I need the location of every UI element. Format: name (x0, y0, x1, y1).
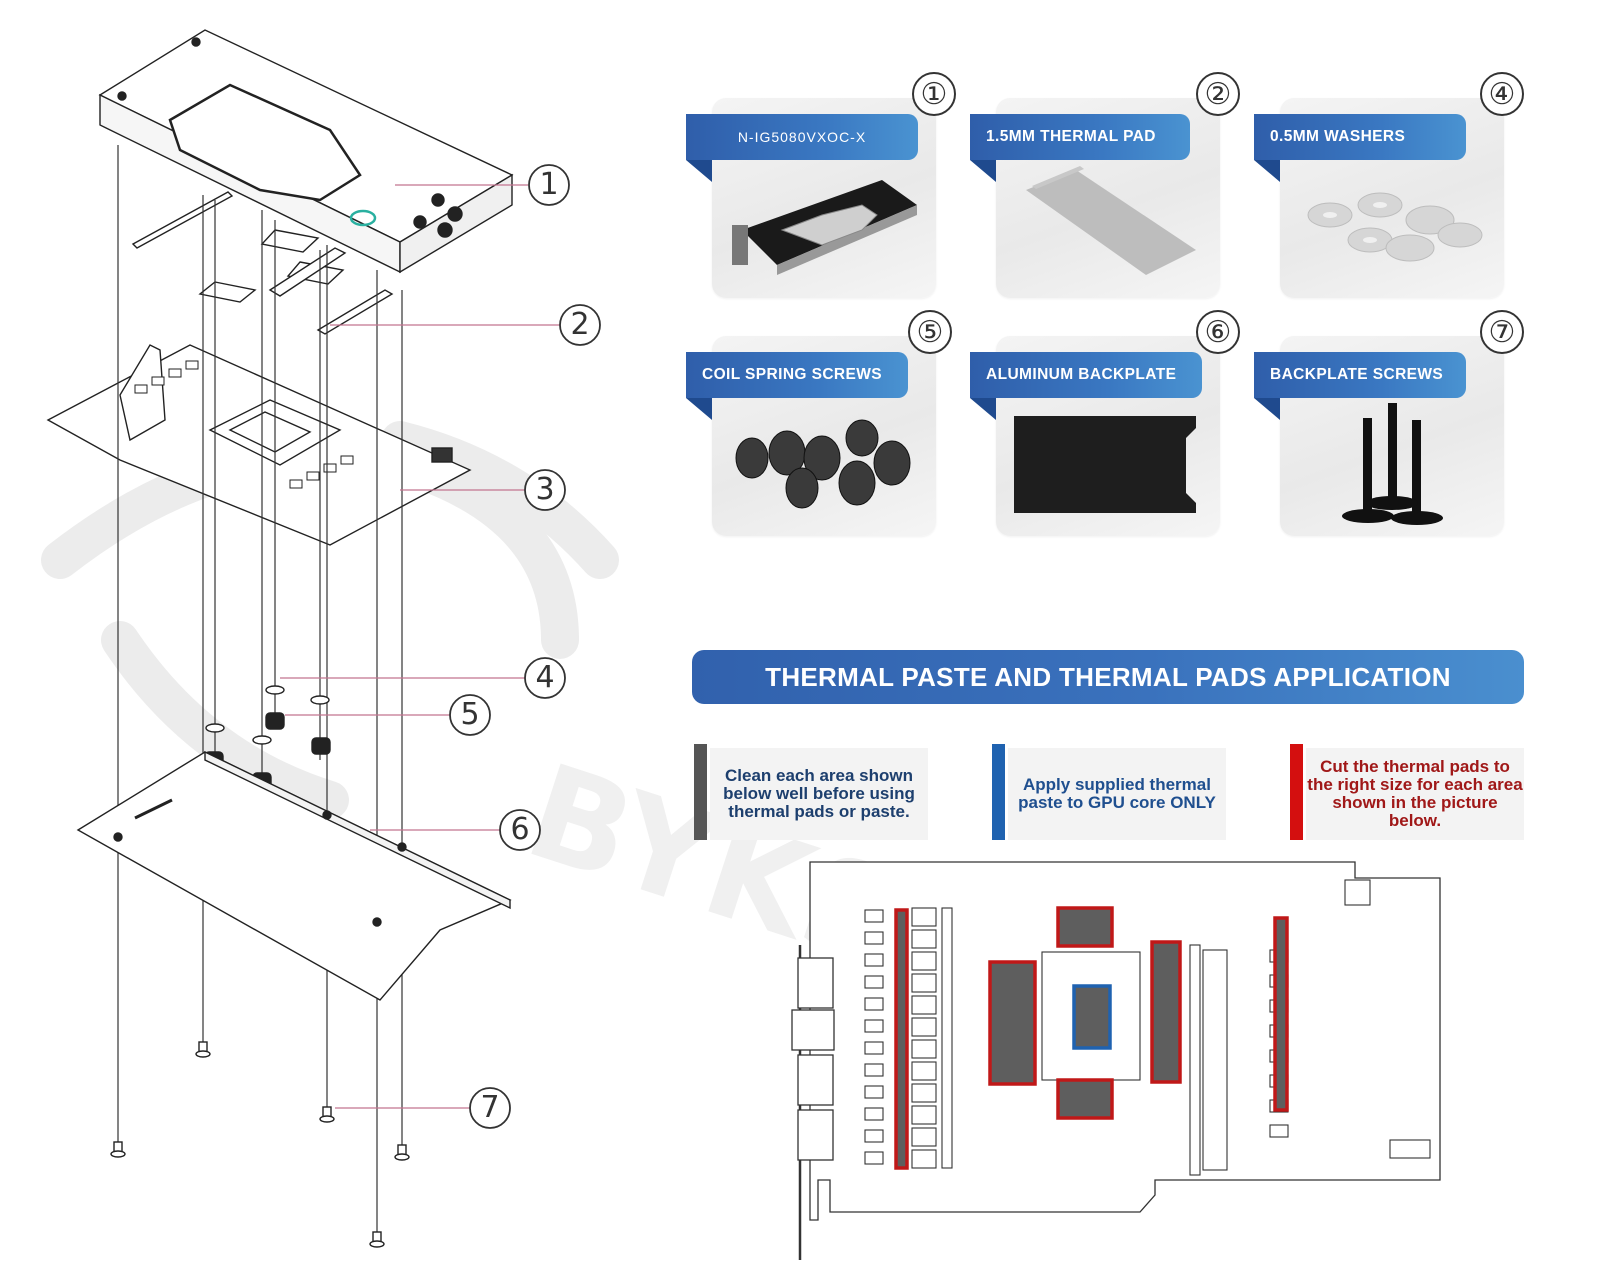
part-label: COIL SPRING SCREWS (686, 352, 908, 398)
exploded-assembly-diagram: 1 2 3 4 5 6 7 (46, 29, 601, 1248)
callout-6-number: 6 (510, 812, 529, 847)
part-card-washers: 0.5MM WASHERS ④ (1254, 72, 1524, 298)
tag-fold (686, 160, 712, 182)
coil-spring-screws-icon (735, 419, 911, 509)
pad-area-left-vrm (894, 908, 909, 1170)
part-label: N-IG5080VXOC-X (686, 114, 918, 160)
water-block-icon (732, 180, 917, 275)
tag-fold (1254, 160, 1280, 182)
pad-area-left-memory (988, 960, 1037, 1086)
callout-5-number: 5 (460, 697, 479, 732)
callout-3-circle (524, 469, 566, 511)
callout-4-circle (524, 657, 566, 699)
callout-7-circle (469, 1087, 511, 1129)
tag-fold (970, 398, 996, 420)
part-number-badge: ④ (1480, 72, 1524, 116)
part-card-backplate-screws: BACKPLATE SCREWS ⑦ (1254, 310, 1524, 536)
pad-area-right-vrm (1273, 916, 1289, 1112)
part-number-badge: ⑤ (908, 310, 952, 354)
application-section-title: THERMAL PASTE AND THERMAL PADS APPLICATI… (692, 650, 1524, 704)
backplate-drawing (76, 750, 512, 1001)
callout-2-circle (559, 304, 601, 346)
backplate-screws-drawing (110, 1041, 410, 1248)
part-card-backplate: ALUMINUM BACKPLATE ⑥ (970, 310, 1240, 536)
part-number-badge: ⑦ (1480, 310, 1524, 354)
callout-2-number: 2 (570, 307, 589, 342)
pcb-application-diagram (791, 861, 1441, 1260)
part-label: 1.5MM THERMAL PAD (970, 114, 1190, 160)
part-card-coil-spring-screws: COIL SPRING SCREWS ⑤ (686, 310, 952, 536)
callout-6-circle (499, 809, 541, 851)
washers-icon (1307, 192, 1483, 262)
tag-fold (686, 398, 712, 420)
tag-fold (970, 160, 996, 182)
callout-5-circle (449, 694, 491, 736)
callout-1-circle (528, 164, 570, 206)
note-pads-marker (1290, 744, 1303, 840)
pad-area-bottom-memory (1056, 1078, 1114, 1120)
part-number-badge: ② (1196, 72, 1240, 116)
backplate-icon (1014, 416, 1196, 513)
pcb-drawing (46, 344, 472, 546)
note-pads: Cut the thermal pads to the right size f… (1306, 748, 1524, 840)
note-paste-marker (992, 744, 1005, 840)
washers-drawing (205, 685, 330, 745)
callout-3-number: 3 (535, 472, 554, 507)
note-clean-marker (694, 744, 707, 840)
callout-1-number: 1 (539, 167, 558, 202)
pad-area-top-memory (1056, 906, 1114, 948)
part-card-thermal-pad: 1.5MM THERMAL PAD ② (970, 72, 1240, 298)
part-label: BACKPLATE SCREWS (1254, 352, 1466, 398)
thermal-pads-drawing (131, 191, 394, 335)
part-card-water-block: N-IG5080VXOC-X ① (686, 72, 956, 298)
water-block-drawing (98, 29, 514, 274)
note-paste: Apply supplied thermal paste to GPU core… (1008, 748, 1226, 840)
tag-fold (1254, 398, 1280, 420)
part-number-badge: ① (912, 72, 956, 116)
part-label: ALUMINUM BACKPLATE (970, 352, 1202, 398)
callout-7-number: 7 (480, 1090, 499, 1125)
gpu-core-paste-area (1072, 984, 1112, 1050)
note-clean: Clean each area shown below well before … (710, 748, 928, 840)
part-number-badge: ⑥ (1196, 310, 1240, 354)
callout-4-number: 4 (535, 660, 554, 695)
pad-area-right-memory (1150, 940, 1182, 1084)
backplate-screws-icon (1342, 403, 1443, 525)
thermal-pad-icon (1026, 166, 1196, 275)
thermal-pad-areas (894, 906, 1289, 1170)
part-label: 0.5MM WASHERS (1254, 114, 1466, 160)
